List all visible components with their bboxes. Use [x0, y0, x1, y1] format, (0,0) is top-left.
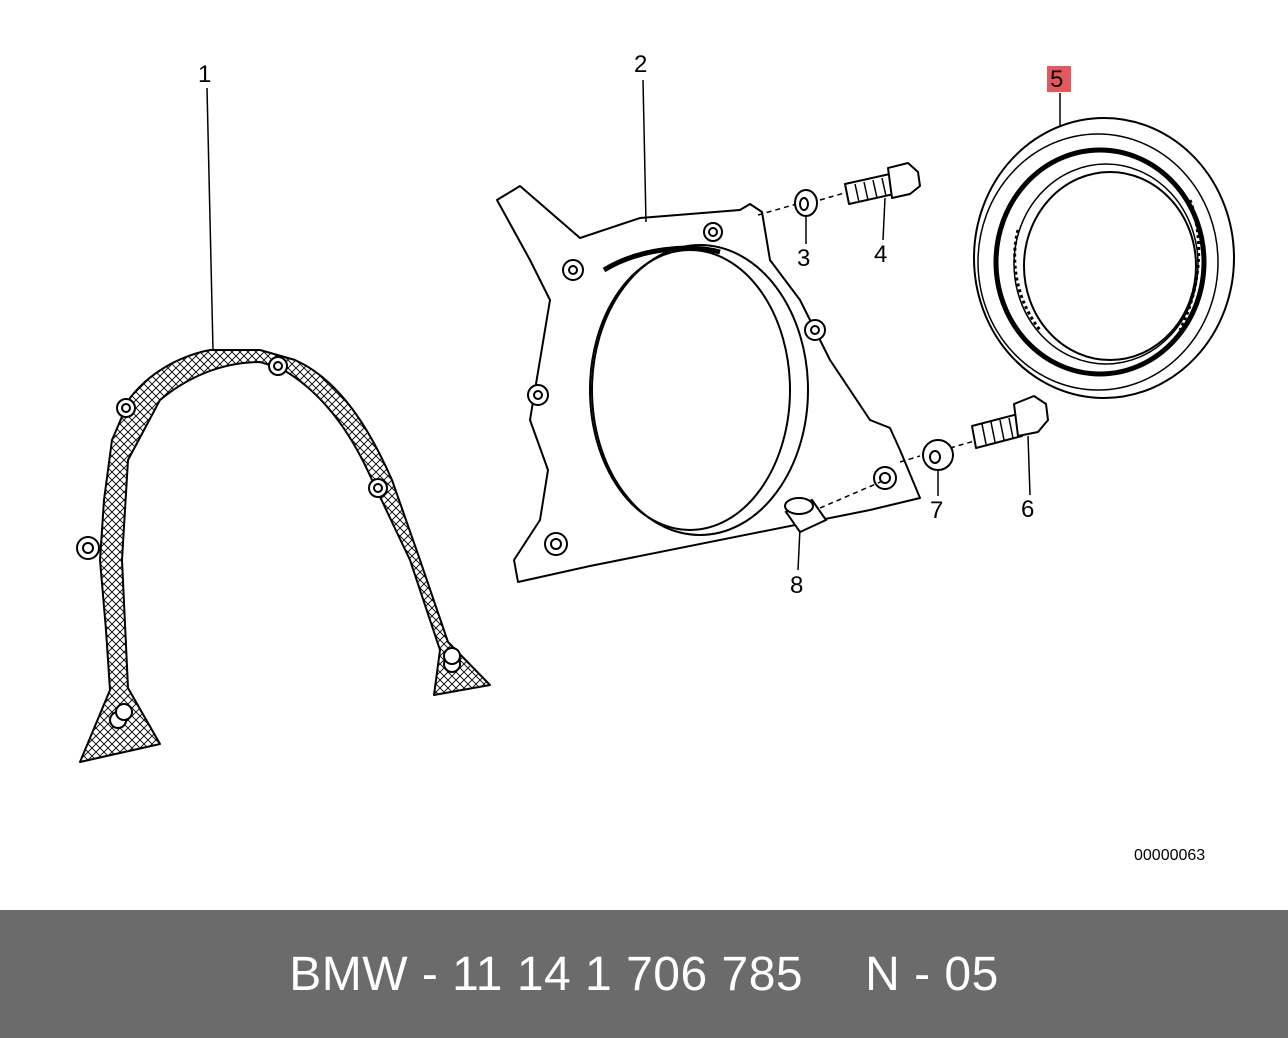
parts-diagram: 1 2 3 4 5 6 7 8 [76, 51, 1235, 763]
callout-7: 7 [930, 497, 943, 524]
part-number-label: BMW - 11 14 1 706 785 [289, 947, 804, 1001]
callout-5: 5 [1050, 66, 1063, 93]
footer-bar: BMW - 11 14 1 706 785 N - 05 [0, 910, 1288, 1038]
callout-3: 3 [797, 245, 810, 272]
washer-part-7 [922, 439, 954, 471]
cover-plate-part-2 [496, 185, 921, 583]
bolt-part-6 [971, 395, 1049, 449]
footer-text: BMW - 11 14 1 706 785 N - 05 [0, 910, 1288, 1038]
leader-lines [206, 79, 1061, 571]
position-label: N - 05 [865, 947, 999, 1001]
seal-ring-part-5 [973, 117, 1235, 399]
callout-highlight [1047, 66, 1071, 92]
diagram-id-label: 00000063 [1134, 847, 1206, 864]
callout-4: 4 [874, 241, 887, 268]
callout-6: 6 [1021, 496, 1034, 523]
bolt-part-4 [844, 162, 921, 205]
callout-labels: 1 2 3 4 5 6 7 8 [198, 51, 1071, 599]
callout-2: 2 [634, 51, 647, 78]
callout-1: 1 [198, 61, 211, 88]
gasket-part-1 [76, 349, 491, 763]
callout-8: 8 [790, 572, 803, 599]
sleeve-part-8 [784, 497, 828, 534]
washer-part-3 [794, 189, 818, 217]
